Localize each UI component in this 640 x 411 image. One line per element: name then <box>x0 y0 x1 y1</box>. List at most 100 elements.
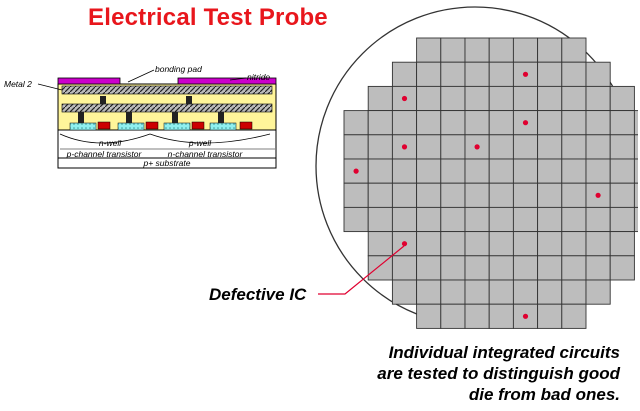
die <box>609 206 635 233</box>
die <box>464 231 490 257</box>
die <box>585 255 611 281</box>
die <box>537 37 563 63</box>
die <box>585 61 611 87</box>
die <box>537 61 563 87</box>
die <box>512 231 539 257</box>
caption-line: are tested to distinguish good <box>377 364 620 383</box>
die <box>561 37 587 63</box>
die <box>609 182 635 208</box>
p-channel-label: p-channel transistor <box>66 149 143 159</box>
die <box>537 85 563 112</box>
die <box>488 206 514 233</box>
die <box>585 279 611 305</box>
die <box>464 110 490 136</box>
die <box>440 61 466 87</box>
n-well-label: n-well <box>99 138 122 148</box>
die <box>440 303 466 329</box>
die <box>537 182 563 208</box>
die <box>464 182 490 208</box>
die <box>416 61 442 87</box>
die <box>585 85 611 112</box>
die <box>367 255 393 281</box>
defect-marker <box>401 144 408 150</box>
die <box>512 206 539 233</box>
gate <box>239 121 253 130</box>
die <box>585 110 611 136</box>
n-channel-label: n-channel transistor <box>168 149 244 159</box>
die <box>537 158 563 184</box>
die <box>367 110 393 136</box>
die <box>512 158 539 184</box>
die <box>609 110 635 136</box>
metal1-layer <box>61 103 273 113</box>
nitride-right <box>177 77 277 85</box>
die <box>537 303 563 329</box>
die <box>561 158 587 184</box>
die <box>343 110 369 136</box>
p-well-label: p-well <box>188 138 212 148</box>
die <box>561 231 587 257</box>
die <box>440 279 466 305</box>
defect-marker <box>353 168 359 174</box>
die <box>416 37 442 63</box>
caption-line: Individual integrated circuits <box>388 343 620 362</box>
die <box>512 279 539 305</box>
defect-marker <box>522 120 529 126</box>
die <box>488 303 514 329</box>
wafer-diagram <box>315 6 638 329</box>
metal2-layer <box>61 85 273 95</box>
die <box>488 231 514 257</box>
die <box>367 85 393 112</box>
die <box>609 255 635 281</box>
die <box>440 110 466 136</box>
die <box>416 206 442 233</box>
die <box>488 279 514 305</box>
defect-marker <box>522 313 529 319</box>
die <box>561 134 587 160</box>
die <box>537 110 563 136</box>
die <box>537 231 563 257</box>
die <box>464 158 490 184</box>
die <box>488 37 514 63</box>
die <box>609 231 635 257</box>
die <box>391 61 418 87</box>
die <box>416 134 442 160</box>
die <box>561 110 587 136</box>
die <box>512 182 539 208</box>
die <box>343 182 369 208</box>
caption: Individual integrated circuits are teste… <box>300 342 620 405</box>
die <box>488 134 514 160</box>
die <box>585 231 611 257</box>
die <box>609 158 635 184</box>
die <box>440 37 466 63</box>
nitride-label: nitride <box>247 72 270 82</box>
defect-marker <box>595 192 601 198</box>
gate <box>97 121 111 130</box>
die <box>416 303 442 329</box>
die <box>561 255 587 281</box>
die <box>440 182 466 208</box>
die <box>537 134 563 160</box>
die <box>512 255 539 281</box>
caption-line: die from bad ones. <box>468 385 620 404</box>
die <box>464 279 490 305</box>
die <box>537 206 563 233</box>
defective-ic-label: Defective IC <box>209 285 307 304</box>
die <box>488 255 514 281</box>
die <box>561 85 587 112</box>
die <box>416 158 442 184</box>
defect-marker <box>522 71 529 77</box>
die <box>391 158 418 184</box>
die <box>609 85 635 112</box>
die <box>416 255 442 281</box>
die <box>416 110 442 136</box>
die <box>633 206 638 233</box>
die <box>561 61 587 87</box>
die <box>585 206 611 233</box>
die <box>440 206 466 233</box>
die <box>391 110 418 136</box>
die <box>464 255 490 281</box>
defect-marker <box>474 144 480 150</box>
die <box>440 134 466 160</box>
cmos-cross-section: p+ substrate n-well p-well p-channel tra… <box>4 64 277 169</box>
